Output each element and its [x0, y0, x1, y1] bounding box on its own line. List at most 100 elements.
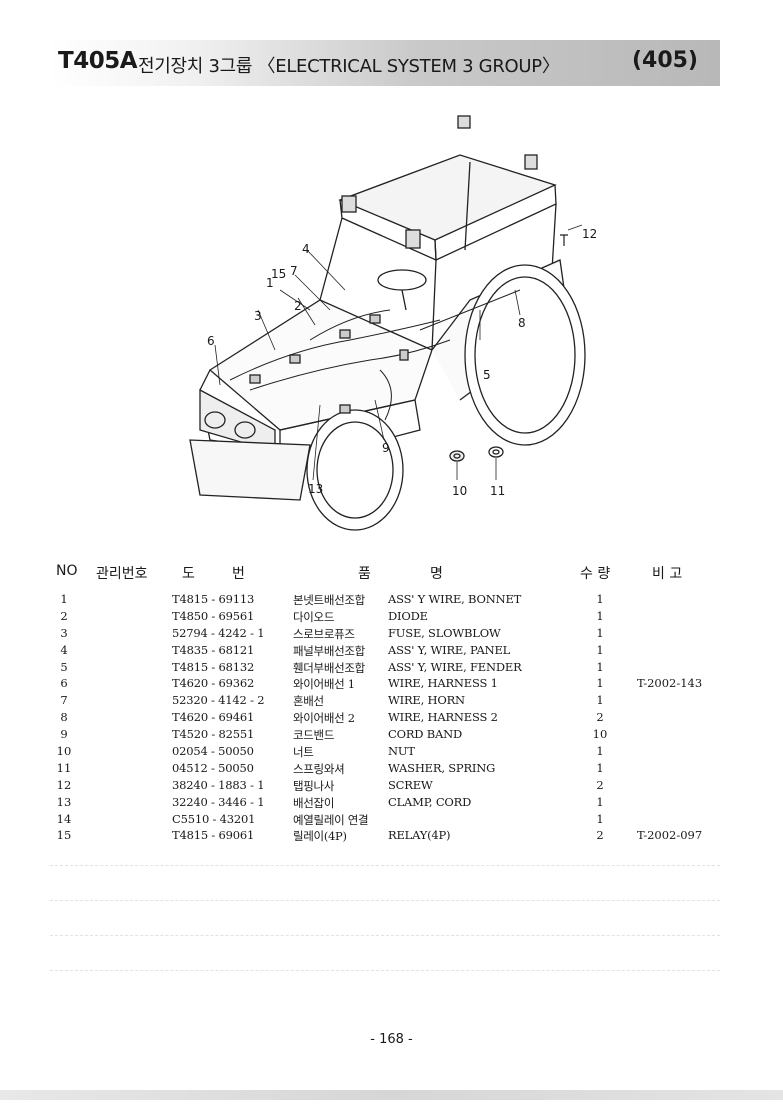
cell-qty: 2 [596, 710, 604, 725]
cell-no: 2 [60, 608, 68, 623]
callout-7: 7 [290, 264, 298, 278]
cell-no: 10 [56, 744, 72, 759]
cell-qty: 1 [596, 811, 604, 826]
cell-qty: 1 [596, 676, 604, 691]
blank-row-line [50, 970, 720, 972]
cell-kr: 스프링와셔 [293, 761, 345, 776]
cell-kr: 와이어배선 2 [293, 711, 355, 726]
cell-qty: 1 [596, 794, 604, 809]
cell-en: ASS' Y, WIRE, FENDER [388, 659, 522, 674]
table-row: 10 02054 - 50050 너트 NUT 1 [0, 744, 783, 761]
parts-table-header: NO 관리번호 도 번 품 명 수 량 비 고 [0, 563, 783, 582]
cell-no: 6 [60, 676, 68, 691]
model-code: T405A [58, 48, 138, 74]
header-qty: 수 량 [580, 566, 611, 582]
cell-part: T4815 - 68132 [172, 659, 255, 674]
cell-qty: 1 [596, 608, 604, 623]
table-row: 14 C5510 - 43201 예열릴레이 연결 1 [0, 812, 783, 829]
blank-row-line [50, 935, 720, 937]
cell-part: T4815 - 69061 [172, 828, 255, 843]
cell-en: DIODE [388, 608, 428, 623]
cell-part: T4620 - 69362 [172, 676, 255, 691]
header-no: NO [56, 563, 78, 579]
cell-en: WIRE, HARNESS 2 [388, 710, 498, 725]
cell-no: 14 [56, 811, 72, 826]
callout-4: 4 [302, 242, 310, 256]
header-mgmt: 관리번호 [96, 566, 148, 582]
cell-en: ASS' Y WIRE, BONNET [388, 592, 522, 606]
blank-row-line [50, 900, 720, 902]
callout-10: 10 [452, 484, 467, 498]
callout-2: 2 [294, 299, 302, 313]
cell-en: SCREW [388, 777, 433, 792]
cell-no: 1 [60, 592, 68, 606]
page-number: - 168 - [370, 1032, 413, 1047]
blank-row-line [50, 865, 720, 867]
cell-no: 11 [56, 760, 72, 775]
cell-qty: 1 [596, 744, 604, 759]
header-myeong: 명 [430, 566, 443, 582]
cell-part: 04512 - 50050 [172, 760, 254, 775]
callout-11: 11 [490, 484, 505, 498]
scan-edge [0, 1090, 783, 1100]
cell-kr: 다이오드 [293, 609, 335, 624]
page-title: 전기장치 3그룹 〈ELECTRICAL SYSTEM 3 GROUP〉 [138, 56, 560, 77]
cell-part: T4520 - 82551 [172, 727, 255, 742]
cell-no: 9 [60, 727, 68, 742]
cell-en: CORD BAND [388, 727, 463, 742]
cell-kr: 혼배선 [293, 694, 324, 709]
header-remark: 비 고 [652, 566, 683, 582]
cell-no: 8 [60, 710, 68, 725]
parts-table-body: 1 T4815 - 69113 본넷트배선조합 ASS' Y WIRE, BONNET… [0, 592, 783, 845]
cell-qty: 1 [596, 625, 604, 640]
cell-part: T4815 - 69113 [172, 592, 255, 606]
cell-remark: T-2002-143 [637, 676, 703, 691]
cell-en: ASS' Y, WIRE, PANEL [388, 642, 511, 657]
cell-qty: 1 [596, 642, 604, 657]
cell-qty: 1 [596, 760, 604, 775]
cab-roof [338, 154, 557, 241]
callout-5: 5 [483, 368, 491, 382]
callout-9: 9 [382, 441, 390, 455]
cell-en: FUSE, SLOWBLOW [388, 625, 501, 640]
cell-qty: 1 [596, 659, 604, 674]
cell-qty: 10 [592, 727, 608, 742]
section-code: (405) [631, 48, 698, 73]
callout-6: 6 [207, 334, 215, 348]
callout-8: 8 [518, 316, 526, 330]
cell-part: 52794 - 4242 - 1 [172, 625, 265, 640]
cell-part: 32240 - 3446 - 1 [172, 794, 265, 809]
cell-part: 02054 - 50050 [172, 744, 254, 759]
cell-en: WIRE, HARNESS 1 [388, 676, 498, 691]
cell-no: 7 [60, 693, 68, 708]
cell-en: CLAMP, CORD [388, 794, 472, 809]
cell-kr: 너트 [293, 745, 314, 760]
cell-no: 5 [60, 659, 68, 674]
cell-part: T4620 - 69461 [172, 710, 255, 725]
cell-part: C5510 - 43201 [172, 811, 256, 826]
header-do: 도 [182, 566, 195, 582]
cell-no: 15 [56, 828, 72, 843]
cell-part: T4850 - 69561 [172, 608, 255, 623]
cell-kr: 본넷트배선조합 [293, 593, 365, 607]
cell-en: NUT [388, 744, 415, 759]
cell-qty: 2 [596, 828, 604, 843]
tractor-exploded-diagram: 1 2 3 4 5 6 7 8 9 10 11 12 13 15 [189, 115, 597, 531]
cell-kr: 스로브로퓨즈 [293, 626, 355, 641]
cell-qty: 1 [596, 592, 604, 606]
callout-15: 15 [271, 267, 286, 281]
cell-kr: 예열릴레이 연결 [293, 812, 369, 827]
cell-en: WIRE, HORN [388, 693, 465, 708]
page-header: T405A 전기장치 3그룹 〈ELECTRICAL SYSTEM 3 GROU… [50, 40, 720, 86]
callout-13: 13 [308, 482, 323, 496]
callout-12: 12 [582, 227, 597, 241]
cell-no: 13 [56, 794, 72, 809]
